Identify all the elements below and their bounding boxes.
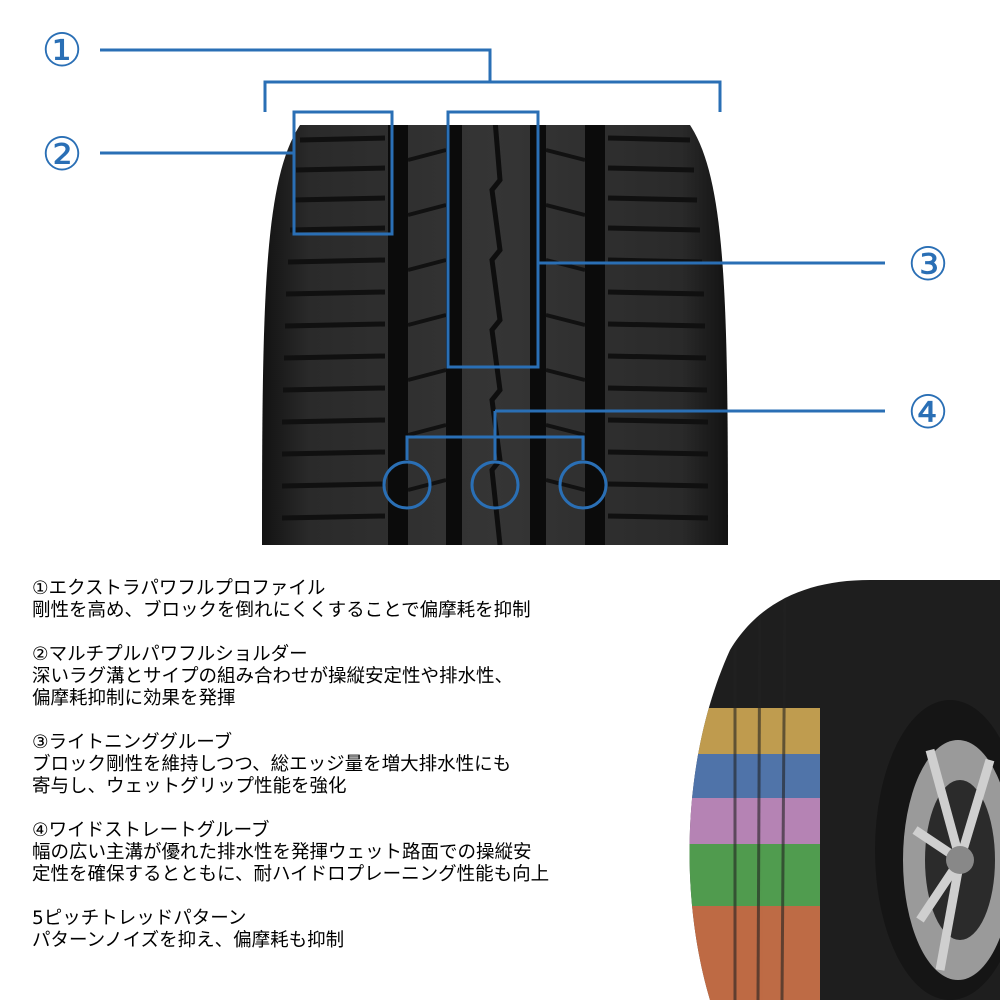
feature-text: 偏摩耗抑制に効果を発揮 [32,688,236,709]
groove-circle-left [382,460,432,510]
tread-diagram: ① ② ③ ④ [41,23,949,545]
callout-1: ① [41,23,82,77]
tire-side-photo [689,580,1000,1000]
feature-4: ④ワイドストレートグルーブ 幅の広い主溝が優れた排水性を発揮ウェット路面での操縦… [32,820,632,886]
feature-title: ③ライトニンググルーブ [32,732,233,753]
callout-4: ④ [907,385,948,439]
wheel-rim [875,700,1000,1000]
feature-title: 5ピッチトレッドパターン [32,908,247,929]
feature-title: ②マルチプルパワフルショルダー [32,644,308,665]
band-yellow [689,708,820,754]
callout-2: ② [41,127,82,181]
band-blue [689,754,820,798]
feature-title: ④ワイドストレートグルーブ [32,820,270,841]
feature-1: ①エクストラパワフルプロファイル 剛性を高め、ブロックを倒れにくくすることで偏摩… [32,578,632,622]
feature-5: 5ピッチトレッドパターン パターンノイズを抑え、偏摩耗も抑制 [32,908,632,952]
feature-title: ①エクストラパワフルプロファイル [32,578,326,599]
groove-circle-right [558,460,608,510]
feature-text: 定性を確保するとともに、耐ハイドロプレーニング性能も向上 [32,864,550,885]
callout-lines [100,48,885,510]
feature-text: 幅の広い主溝が優れた排水性を発揮ウェット路面での操縦安 [32,842,532,863]
band-pink [689,798,820,844]
tire-tread-image [262,125,728,545]
feature-2: ②マルチプルパワフルショルダー 深いラグ溝とサイプの組み合わせが操縦安定性や排水… [32,644,632,710]
feature-text: 深いラグ溝とサイプの組み合わせが操縦安定性や排水性、 [32,666,514,687]
feature-text: パターンノイズを抑え、偏摩耗も抑制 [32,930,345,951]
feature-text: 寄与し、ウェットグリップ性能を強化 [32,776,347,797]
callout-3: ③ [907,237,948,291]
groove-circle-center [470,460,520,510]
feature-3: ③ライトニンググルーブ ブロック剛性を維持しつつ、総エッジ量を増大排水性にも 寄… [32,732,632,798]
feature-text: ブロック剛性を維持しつつ、総エッジ量を増大排水性にも [32,754,512,775]
band-green [689,844,820,906]
band-orange [689,906,820,1000]
tread-color-bands [689,708,820,1000]
feature-text: 剛性を高め、ブロックを倒れにくくすることで偏摩耗を抑制 [32,600,531,621]
feature-descriptions: ①エクストラパワフルプロファイル 剛性を高め、ブロックを倒れにくくすることで偏摩… [32,578,632,974]
